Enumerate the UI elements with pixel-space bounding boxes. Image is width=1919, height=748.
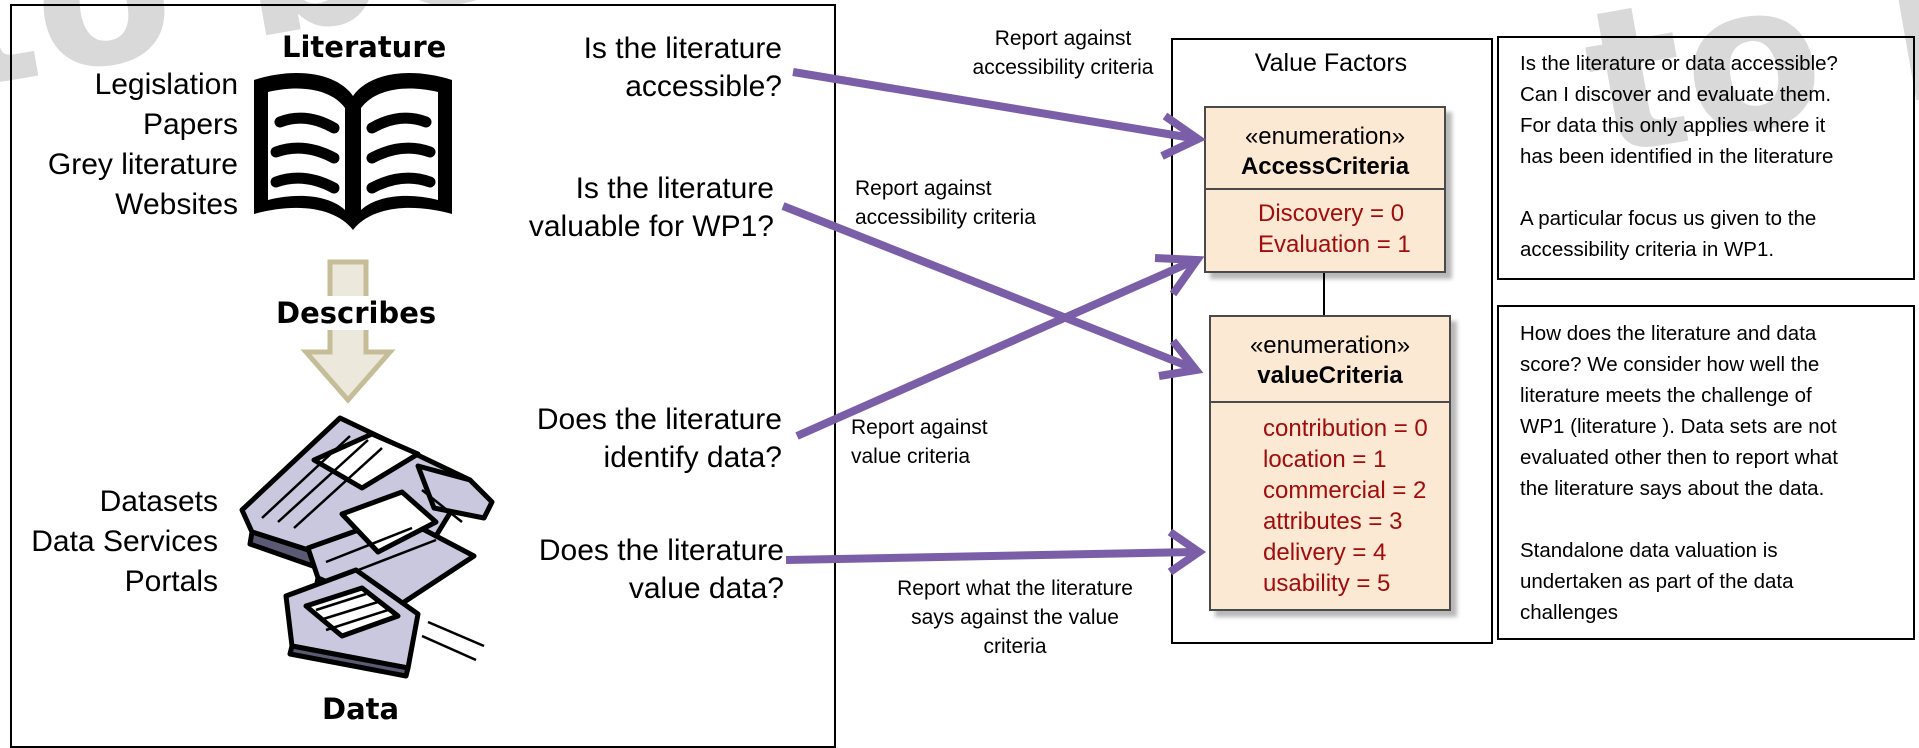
note-line: WP1 (literature ). Data sets are not <box>1520 415 1837 438</box>
note-value <box>1497 305 1915 640</box>
enum-value: Evaluation = 1 <box>1258 231 1411 258</box>
literature-item: Legislation <box>94 68 238 101</box>
question-line: valuable for WP1? <box>528 210 774 243</box>
note-line <box>1520 172 1910 203</box>
enum-value: commercial = 2 <box>1263 477 1427 504</box>
report-line: says against the value <box>911 606 1119 629</box>
report-label-1: Report against accessibility criteria <box>958 24 1168 82</box>
down-arrow-icon <box>300 259 396 404</box>
enum-value: Discovery = 0 <box>1258 200 1405 227</box>
note-line: Standalone data valuation is <box>1520 539 1778 562</box>
report-label-3: Report against value criteria <box>851 413 988 471</box>
note-line <box>1520 504 1910 535</box>
note-accessibility <box>1497 36 1915 280</box>
question-value-data: Does the literature value data? <box>480 532 784 608</box>
question-line: Does the literature <box>536 403 782 436</box>
enum-value: delivery = 4 <box>1263 539 1387 566</box>
association-line <box>1323 271 1325 316</box>
access-criteria-class: «enumeration» AccessCriteria Discovery =… <box>1204 106 1446 273</box>
enum-value: contribution = 0 <box>1263 415 1428 442</box>
report-line: criteria <box>983 635 1047 658</box>
question-line: accessible? <box>625 70 782 103</box>
note-line: challenges <box>1520 601 1619 624</box>
data-item: Data Services <box>31 525 218 558</box>
enum-value: usability = 5 <box>1263 570 1391 597</box>
literature-list: Legislation Papers Grey literature Websi… <box>20 65 238 225</box>
describes-label: Describes <box>276 296 437 330</box>
arrow-value-data-to-value <box>785 528 1207 576</box>
note-line: score? We consider how well the <box>1520 353 1820 376</box>
note-line: accessibility criteria in WP1. <box>1520 238 1775 261</box>
value-factors-title: Value Factors <box>1254 49 1408 77</box>
data-item: Portals <box>124 565 218 598</box>
question-line: Is the literature <box>575 172 774 205</box>
arrow-accessible-to-access <box>792 68 1206 160</box>
question-valuable: Is the literature valuable for WP1? <box>470 170 774 246</box>
report-label-4: Report what the literature says against … <box>870 574 1160 661</box>
question-accessible: Is the literature accessible? <box>480 30 782 106</box>
note-line: literature meets the challenge of <box>1520 384 1812 407</box>
note-value-text: How does the literature and data score? … <box>1520 318 1910 628</box>
note-line: the literature says about the data. <box>1520 477 1825 500</box>
data-item: Datasets <box>99 485 218 518</box>
note-line: A particular focus us given to the <box>1520 207 1817 230</box>
question-identify-data: Does the literature identify data? <box>480 401 782 477</box>
report-line: Report against <box>994 27 1132 50</box>
literature-item: Websites <box>115 188 238 221</box>
note-line: For data this only applies where it <box>1520 114 1826 137</box>
question-line: identify data? <box>603 441 782 474</box>
note-line: Is the literature or data accessible? <box>1520 52 1838 75</box>
report-line: accessibility criteria <box>972 56 1154 79</box>
note-accessibility-text: Is the literature or data accessible? Ca… <box>1520 48 1910 265</box>
report-line: Report against <box>855 177 992 200</box>
stereotype-label: «enumeration» <box>1249 332 1411 359</box>
value-criteria-class: «enumeration» valueCriteria contribution… <box>1209 315 1451 611</box>
note-line: undertaken as part of the data <box>1520 570 1794 593</box>
report-line: value criteria <box>851 445 971 468</box>
question-line: value data? <box>628 572 784 605</box>
enum-value: attributes = 3 <box>1263 508 1403 535</box>
enum-value: location = 1 <box>1263 446 1387 473</box>
stereotype-label: «enumeration» <box>1244 123 1406 150</box>
note-line: Can I discover and evaluate them. <box>1520 83 1832 106</box>
question-line: Does the literature <box>538 534 784 567</box>
arrow-identify-to-access <box>795 254 1205 440</box>
note-line: has been identified in the literature <box>1520 145 1834 168</box>
open-book-icon <box>254 73 452 230</box>
report-label-2: Report against accessibility criteria <box>855 174 1036 232</box>
literature-title: Literature <box>282 30 447 64</box>
data-title: Data <box>322 692 400 726</box>
note-line: evaluated other then to report what <box>1520 446 1838 469</box>
report-line: Report against <box>851 416 988 439</box>
floppy-disks-icon <box>239 415 495 679</box>
note-line: How does the literature and data <box>1520 322 1817 345</box>
data-list: Datasets Data Services Portals <box>20 482 218 602</box>
report-line: accessibility criteria <box>855 206 1036 229</box>
literature-item: Papers <box>142 108 238 141</box>
literature-item: Grey literature <box>47 148 238 181</box>
report-line: Report what the literature <box>897 577 1133 600</box>
question-line: Is the literature <box>583 32 782 65</box>
class-name: valueCriteria <box>1257 362 1403 389</box>
class-name: AccessCriteria <box>1240 153 1410 180</box>
